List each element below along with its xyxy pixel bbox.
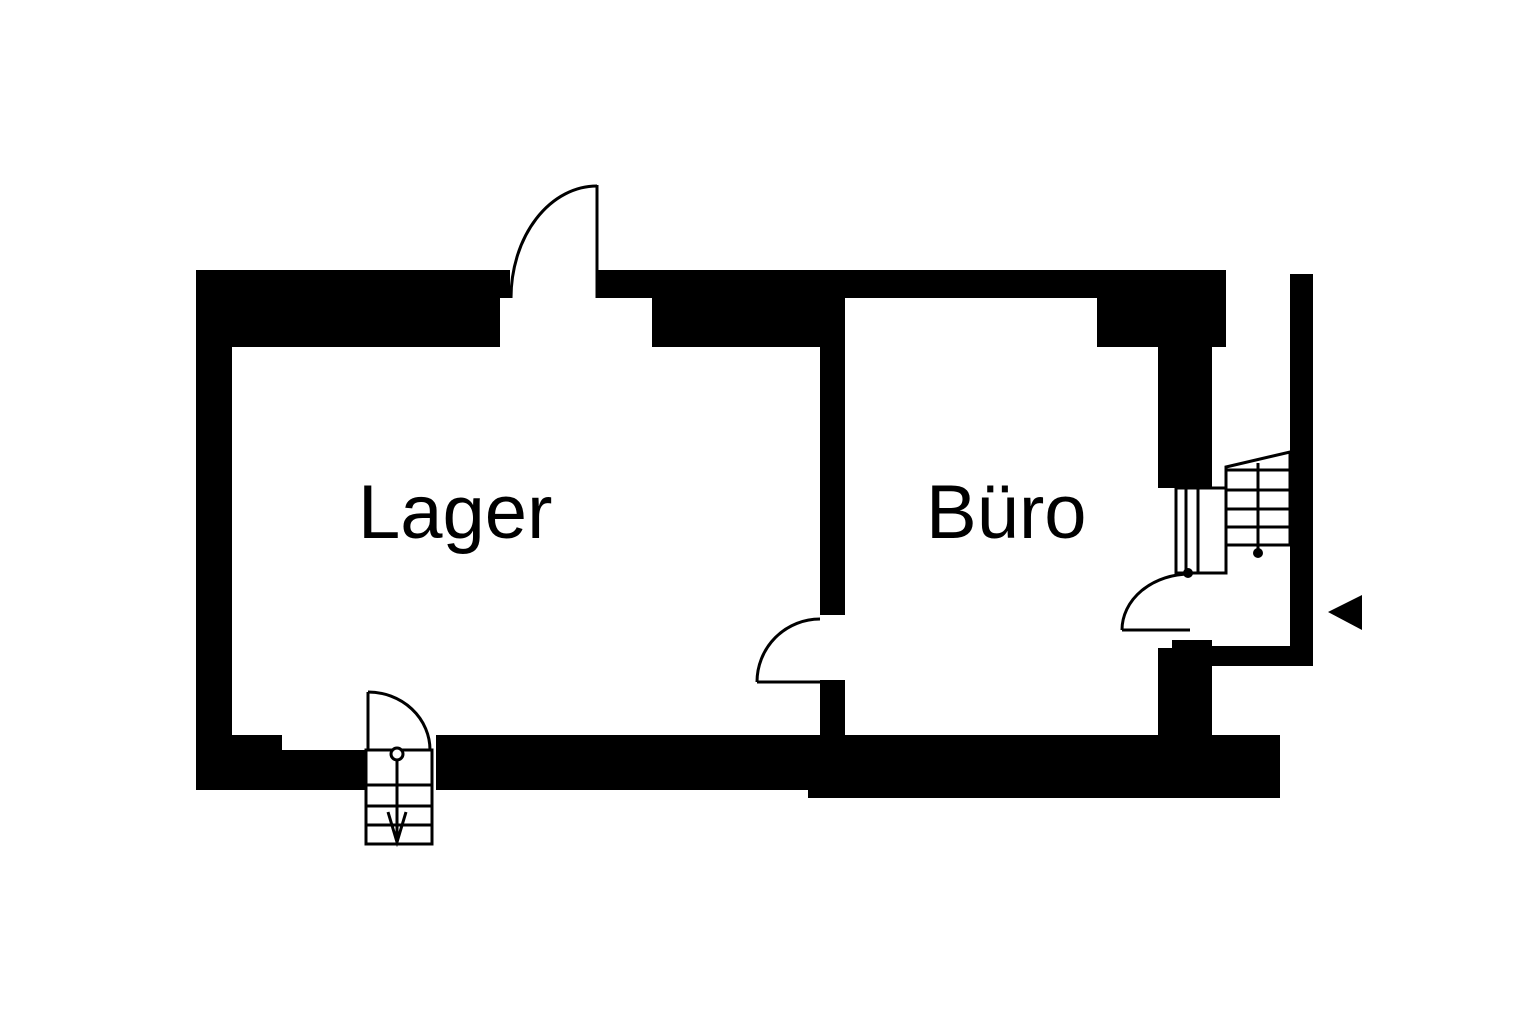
wall-top-block-right: [1097, 298, 1226, 347]
wall-bottom-left: [196, 750, 366, 790]
walls: [196, 270, 1313, 798]
doors: [366, 184, 1191, 751]
stair-bottom: [364, 746, 434, 848]
wall-bottom-extension: [808, 745, 1280, 798]
wall-middle-lower: [820, 680, 845, 740]
door-top[interactable]: [509, 184, 599, 299]
wall-right-horizontal: [1212, 646, 1313, 666]
wall-top-left: [196, 270, 510, 298]
room-label-buero: Büro: [926, 470, 1087, 555]
wall-top-block: [652, 298, 820, 347]
wall-left: [196, 270, 232, 790]
door-right[interactable]: [1120, 572, 1191, 632]
door-bottom[interactable]: [366, 690, 432, 751]
wall-top-right: [596, 270, 1226, 298]
wall-right-vertical: [1290, 274, 1313, 666]
wall-top-left-thick: [196, 298, 500, 347]
entrance-arrow-icon: [1328, 595, 1362, 630]
door-middle[interactable]: [755, 617, 821, 684]
wall-pillar-upper: [1158, 345, 1212, 488]
wall-right-threshold: [1172, 640, 1212, 650]
stair-right: [1174, 450, 1292, 578]
stair-down-arrow-icon: [386, 811, 408, 848]
room-label-lager: Lager: [358, 470, 552, 555]
wall-pillar-lower: [1158, 648, 1212, 740]
wall-bottom-ledge: [232, 735, 282, 751]
wall-middle-upper: [820, 298, 845, 615]
